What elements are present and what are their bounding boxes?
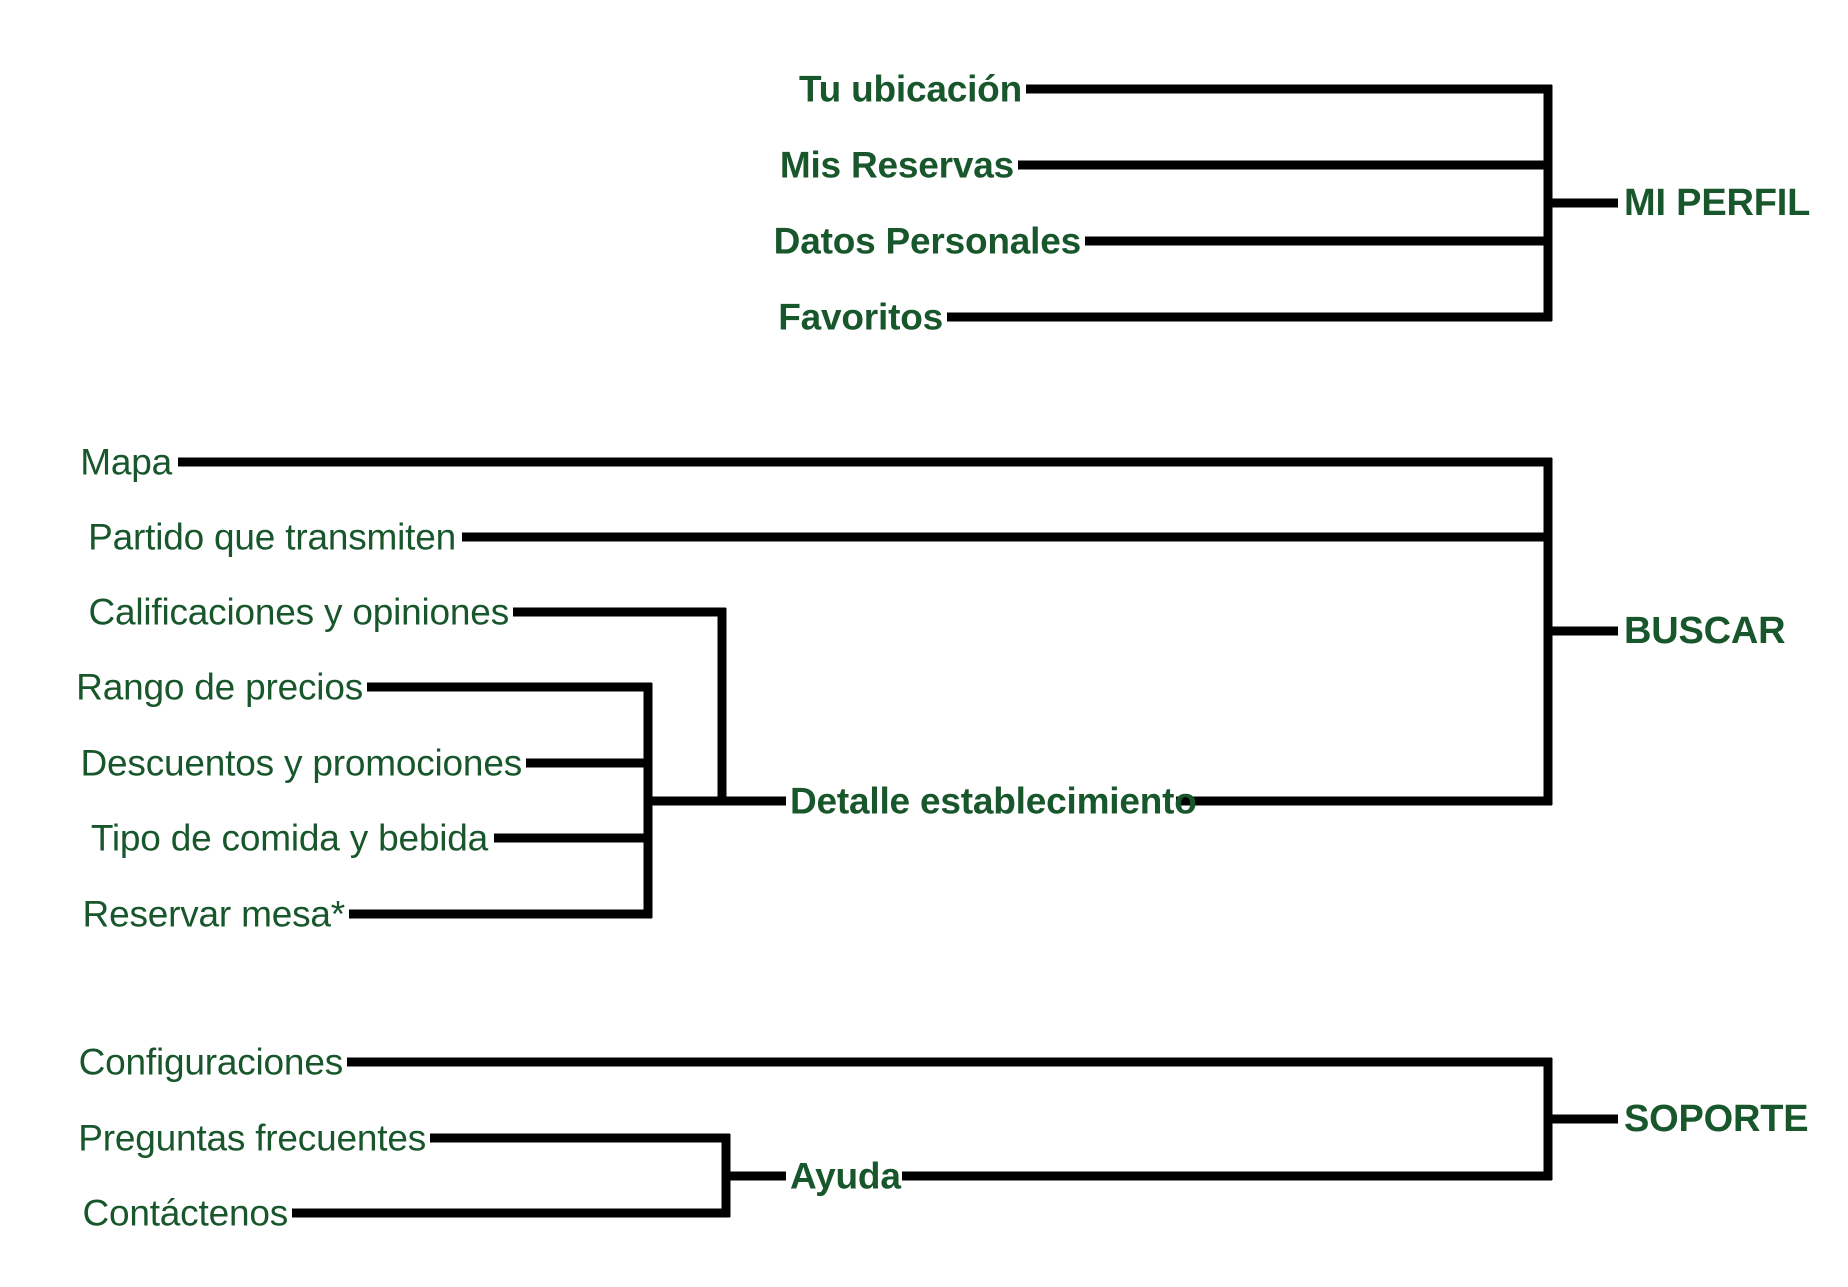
leaf-label-mis-reservas[interactable]: Mis Reservas	[779, 144, 1014, 186]
leaf-label-contactenos[interactable]: Contáctenos	[82, 1192, 288, 1234]
leaf-label-mapa[interactable]: Mapa	[80, 441, 172, 483]
leaf-label-tipo-de-comida-y-bebida[interactable]: Tipo de comida y bebida	[90, 817, 488, 859]
node-label-ayuda[interactable]: Ayuda	[790, 1155, 901, 1197]
leaf-label-calificaciones-y-opiniones[interactable]: Calificaciones y opiniones	[88, 591, 509, 633]
leaf-label-tu-ubicacion[interactable]: Tu ubicación	[798, 68, 1022, 110]
leaf-label-partido-que-transmiten[interactable]: Partido que transmiten	[88, 516, 456, 558]
leaf-label-datos-personales[interactable]: Datos Personales	[773, 220, 1082, 262]
root-label-soporte[interactable]: SOPORTE	[1624, 1098, 1809, 1140]
leaf-label-reservar-mesa[interactable]: Reservar mesa*	[82, 893, 346, 935]
leaf-label-preguntas-frecuentes[interactable]: Preguntas frecuentes	[78, 1117, 426, 1159]
leaf-label-rango-de-precios[interactable]: Rango de precios	[76, 666, 363, 708]
leaf-label-favoritos[interactable]: Favoritos	[778, 296, 943, 338]
node-label-detalle-establecimiento[interactable]: Detalle establecimiento	[790, 780, 1197, 822]
leaf-label-descuentos-y-promociones[interactable]: Descuentos y promociones	[80, 742, 523, 784]
root-label-buscar[interactable]: BUSCAR	[1624, 610, 1786, 652]
leaf-label-configuraciones[interactable]: Configuraciones	[78, 1041, 344, 1083]
root-label-mi-perfil[interactable]: MI PERFIL	[1624, 182, 1811, 224]
